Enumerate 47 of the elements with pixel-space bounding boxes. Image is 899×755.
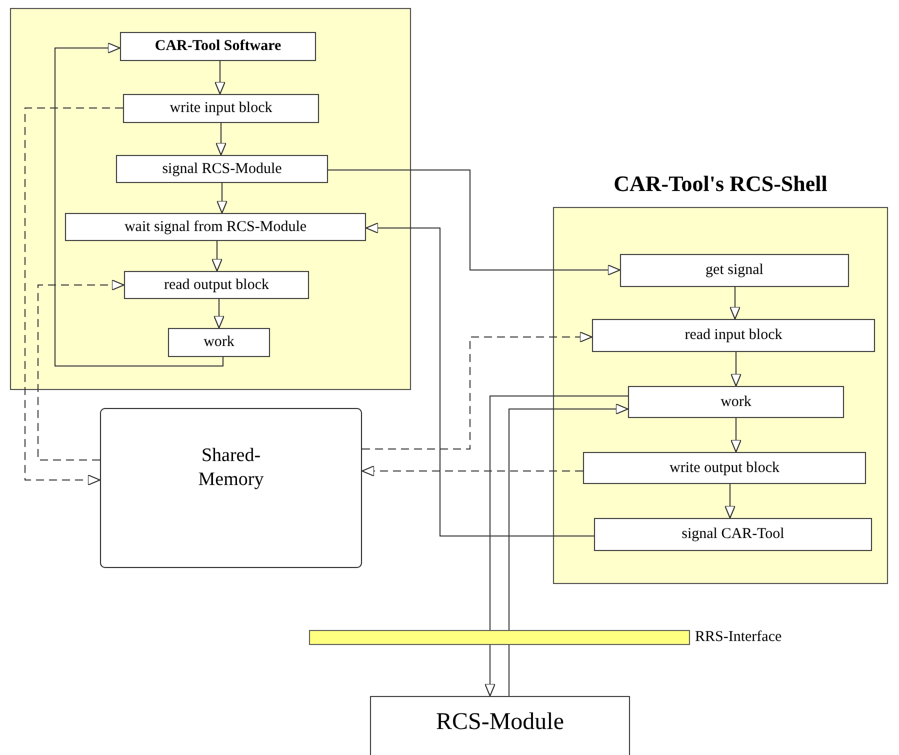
dashed-arrow	[362, 332, 592, 450]
dashed-arrow	[24, 108, 124, 486]
arrow	[724, 484, 736, 518]
box-label: Shared- Memory	[197, 444, 265, 492]
arrow	[214, 60, 226, 94]
arrow	[730, 286, 740, 320]
box-label: read input block	[684, 327, 782, 344]
box-label: RCS-Module	[436, 709, 564, 736]
process-box	[592, 319, 875, 352]
panel	[10, 8, 411, 390]
box-label: read output block	[164, 276, 269, 294]
process-box	[65, 213, 366, 241]
arrow	[54, 42, 224, 366]
box-label: signal CAR-Tool	[682, 526, 784, 543]
box-label: get signal	[706, 262, 764, 279]
process-box	[594, 518, 872, 551]
process-box	[123, 94, 319, 123]
arrow	[366, 222, 594, 536]
process-box	[628, 386, 844, 418]
arrow	[214, 298, 224, 328]
box-label: work	[204, 334, 234, 351]
bar-label: RRS-Interface	[695, 629, 782, 646]
arrow	[484, 644, 496, 696]
module-box	[370, 696, 630, 755]
box-label: CAR-Tool Software	[154, 38, 282, 55]
process-box	[583, 452, 866, 484]
arrow	[328, 170, 620, 276]
process-box	[120, 32, 316, 61]
arrow	[508, 404, 628, 630]
arrow	[212, 240, 222, 272]
arrow	[730, 418, 742, 452]
arrow	[216, 182, 228, 214]
dashed-arrow	[362, 466, 584, 476]
arrow	[216, 122, 226, 156]
process-box	[168, 328, 270, 357]
box-label: wait signal from RCS-Module	[124, 218, 307, 236]
box-label: write output block	[670, 460, 780, 476]
box-label: work	[720, 394, 752, 410]
process-box	[124, 271, 309, 299]
panel-title: CAR-Tool's RCS-Shell	[612, 172, 828, 196]
memory-box	[100, 408, 362, 568]
box-label: signal RCS-Module	[162, 160, 282, 178]
process-box	[116, 155, 328, 183]
dashed-arrow	[38, 280, 124, 460]
arrow	[730, 352, 742, 386]
box-label: write input block	[170, 100, 272, 117]
process-box	[620, 254, 849, 287]
